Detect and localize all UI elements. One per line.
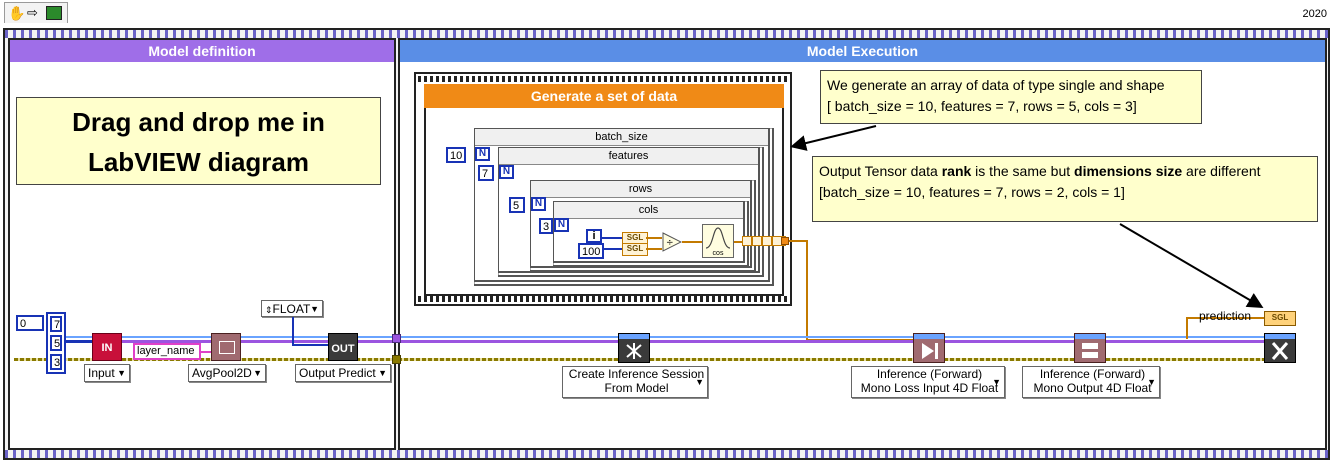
features-n-terminal: N	[499, 165, 514, 179]
batch-count-constant[interactable]: 10	[446, 147, 466, 163]
wire	[682, 241, 702, 243]
svg-text:÷: ÷	[666, 238, 674, 248]
year-label: 2020	[1302, 8, 1327, 20]
avgpool2d-icon[interactable]	[211, 333, 241, 361]
shape-value-2[interactable]: 5	[50, 335, 62, 351]
close-session-icon[interactable]	[1264, 333, 1296, 363]
avgpool2d-ring-label: AvgPool2D	[192, 366, 252, 380]
wire	[646, 237, 662, 239]
comment-text: is the same but	[971, 163, 1075, 179]
input-ring-label: Input	[88, 366, 115, 380]
float-wire	[292, 344, 328, 346]
inference-mono-loss-icon[interactable]	[913, 333, 945, 363]
generate-data-title: Generate a set of data	[424, 84, 784, 108]
for-loop-rows-label: rows	[531, 181, 750, 198]
comment-input-shape: We generate an array of data of type sin…	[820, 70, 1202, 124]
diagram-toolbar: ✋ ⇨ 2020	[0, 0, 1333, 26]
data-wire	[789, 240, 807, 242]
create-session-line2: From Model	[604, 381, 669, 395]
drag-drop-line1: Drag and drop me in	[72, 107, 325, 137]
inference-mono-loss-ring[interactable]: Inference (Forward) Mono Loss Input 4D F…	[851, 366, 1005, 398]
shape-wire	[66, 340, 92, 343]
hand-icon[interactable]: ✋	[8, 5, 26, 21]
labview-icon[interactable]	[46, 6, 62, 20]
wire	[604, 248, 622, 250]
wire	[646, 248, 662, 250]
create-session-ring[interactable]: Create Inference Session From Model ▼	[562, 366, 708, 398]
prediction-indicator[interactable]: SGL	[1264, 311, 1296, 326]
float-wire	[292, 317, 294, 345]
float-type-ring[interactable]: ⇕FLOAT▼	[261, 300, 323, 317]
inference-mono-loss-line2: Mono Loss Input 4D Float	[860, 381, 999, 395]
comment-text: are different	[1182, 163, 1261, 179]
input-layer-icon[interactable]: IN	[92, 333, 122, 361]
comment-output-shape: Output Tensor data rank is the same but …	[812, 156, 1318, 222]
model-tunnel	[392, 334, 401, 343]
drag-drop-line2: LabVIEW diagram	[87, 147, 310, 177]
toolbar-tools: ✋ ⇨	[4, 2, 68, 23]
constant-100[interactable]: 100	[578, 243, 604, 259]
rows-n-terminal: N	[531, 197, 546, 211]
output-predict-ring-label: Output Predict	[299, 366, 376, 380]
comment-input-line1: We generate an array of data of type sin…	[827, 77, 1165, 93]
for-loop-features-label: features	[499, 148, 758, 165]
prediction-label: prediction	[1199, 309, 1252, 323]
array-index[interactable]: 0	[16, 315, 44, 331]
session-wire	[62, 336, 1280, 338]
shape-value-1[interactable]: 7	[50, 316, 62, 332]
inference-mono-loss-line1: Inference (Forward)	[876, 367, 983, 381]
for-loop-cols-label: cols	[554, 202, 743, 219]
for-loop-batch-label: batch_size	[475, 129, 768, 146]
frame-film-bottom	[5, 450, 1328, 458]
inference-mono-output-icon[interactable]	[1074, 333, 1106, 363]
error-tunnel	[392, 355, 401, 364]
comment-arrows	[790, 125, 1264, 309]
batch-n-terminal: N	[475, 147, 490, 161]
wire	[602, 237, 622, 239]
drag-drop-label: Drag and drop me in LabVIEW diagram	[16, 97, 381, 185]
shape-value-3[interactable]: 3	[50, 354, 62, 370]
create-session-icon[interactable]	[618, 333, 650, 363]
comment-bold-rank: rank	[941, 163, 972, 179]
layer-name-constant[interactable]: layer_name	[133, 343, 201, 360]
cosine-icon: cos	[702, 224, 734, 258]
output-layer-icon[interactable]: OUT	[328, 333, 358, 361]
frame-film-top	[5, 30, 1328, 38]
comment-text: Output Tensor data	[819, 163, 942, 179]
features-count-constant[interactable]: 7	[478, 165, 494, 181]
string-wire	[201, 351, 211, 353]
input-ring[interactable]: Input▼	[84, 364, 130, 382]
output-predict-ring[interactable]: Output Predict▼	[295, 364, 391, 382]
iteration-terminal: i	[586, 229, 602, 243]
create-session-line1: Create Inference Session	[568, 367, 705, 381]
shape-array-constant: 7 5 3	[46, 312, 66, 374]
output-tunnel	[781, 237, 789, 245]
inference-mono-output-line1: Inference (Forward)	[1039, 367, 1146, 381]
model-wire	[62, 340, 1280, 343]
comment-bold-dims: dimensions size	[1074, 163, 1183, 179]
inference-mono-output-ring[interactable]: Inference (Forward) Mono Output 4D Float…	[1022, 366, 1160, 398]
float-ring-label: FLOAT	[272, 302, 311, 316]
cols-count-constant[interactable]: 3	[539, 218, 553, 234]
divide-icon: ÷	[662, 232, 683, 252]
comment-output-line2: [batch_size = 10, features = 7, rows = 2…	[819, 184, 1125, 200]
to-single-icon: SGL	[622, 243, 648, 256]
model-definition-title: Model definition	[10, 40, 394, 62]
avgpool2d-ring[interactable]: AvgPool2D▼	[188, 364, 266, 382]
inference-mono-output-line2: Mono Output 4D Float	[1033, 381, 1152, 395]
arrow-icon[interactable]: ⇨	[27, 5, 38, 20]
cosine-label: cos	[712, 250, 724, 257]
prediction-wire	[1186, 317, 1264, 319]
updown-icon: ⇕	[265, 305, 273, 315]
cols-n-terminal: N	[554, 218, 569, 232]
rows-count-constant[interactable]: 5	[509, 197, 525, 213]
prediction-wire	[1186, 317, 1188, 339]
comment-input-line2: [ batch_size = 10, features = 7, rows = …	[827, 98, 1137, 114]
model-execution-title: Model Execution	[400, 40, 1325, 62]
data-wire	[806, 240, 808, 340]
